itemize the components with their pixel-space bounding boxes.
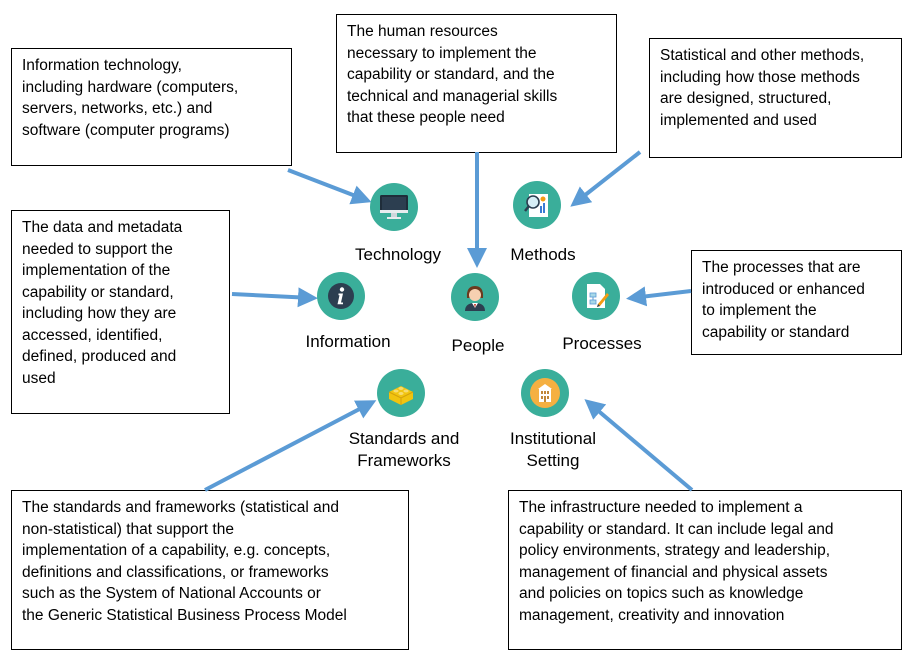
report-magnifier-icon: [513, 181, 561, 229]
processes-label: Processes: [562, 334, 642, 353]
building-icon: [521, 369, 569, 417]
information-label: Information: [305, 332, 391, 351]
technology-description-box: Information technology, including hardwa…: [11, 48, 292, 166]
technology-label: Technology: [354, 245, 442, 264]
arrow-technology: [287, 168, 372, 205]
arrow-methods: [570, 150, 642, 207]
people-label: People: [451, 336, 505, 355]
flowchart-pencil-icon: [572, 272, 620, 320]
person-icon: [451, 273, 499, 321]
institutional-description-box: The infrastructure needed to implement a…: [508, 490, 902, 650]
information-description-box: The data and metadata needed to support …: [11, 210, 230, 414]
info-icon: [317, 272, 365, 320]
institutional-label: Institutional Setting: [510, 429, 596, 470]
people-description-box: The human resources necessary to impleme…: [336, 14, 617, 153]
methods-label: Methods: [510, 245, 576, 264]
methods-description-box: Statistical and other methods, including…: [649, 38, 902, 158]
arrow-processes: [626, 286, 692, 307]
standards-label: Standards and Frameworks: [348, 429, 460, 470]
monitor-icon: [370, 183, 418, 231]
arrow-institutional: [584, 399, 694, 492]
lego-brick-icon: [377, 369, 425, 417]
standards-description-box: The standards and frameworks (statistica…: [11, 490, 409, 650]
arrow-information: [231, 287, 318, 308]
processes-description-box: The processes that are introduced or enh…: [691, 250, 902, 355]
arrow-standards: [204, 400, 377, 492]
